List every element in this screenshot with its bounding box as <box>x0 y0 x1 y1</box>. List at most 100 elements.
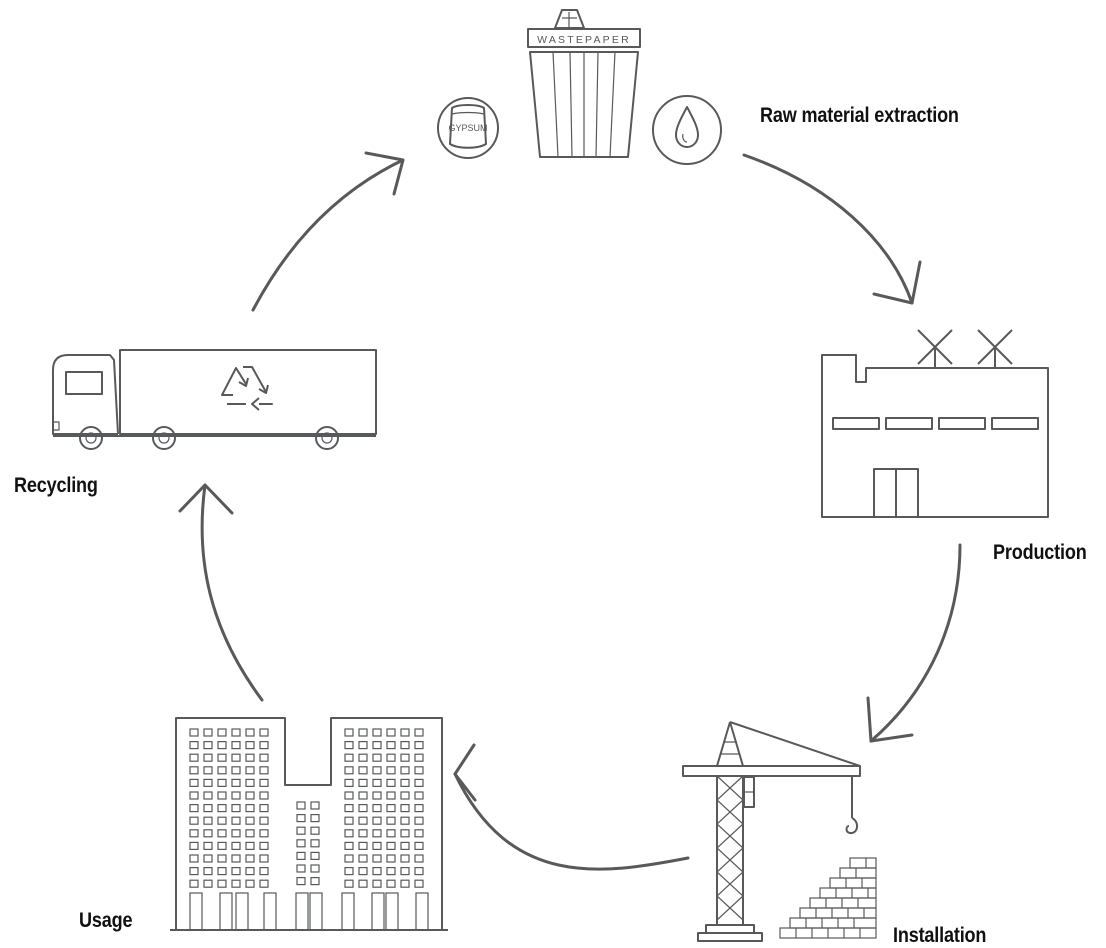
building-window <box>414 728 424 737</box>
ground-floor-doors <box>189 892 429 931</box>
building-window <box>217 740 227 750</box>
building-window <box>217 803 227 813</box>
building-window <box>372 791 382 800</box>
factory-icon <box>821 354 1049 518</box>
arrow-production-to-installation <box>866 543 962 743</box>
building-window <box>245 866 255 876</box>
building-window <box>414 829 424 838</box>
building-window <box>189 879 199 888</box>
building-window <box>217 778 227 788</box>
building-window <box>414 778 424 788</box>
building-window <box>400 766 410 775</box>
window-grid <box>189 728 424 888</box>
building-window <box>344 803 354 813</box>
building-window <box>231 791 241 800</box>
building-window <box>358 879 368 888</box>
building-window <box>386 841 396 851</box>
building-window <box>231 803 241 813</box>
building-window <box>400 728 410 737</box>
building-window <box>203 740 213 750</box>
building-window <box>414 879 424 888</box>
building-window <box>296 801 306 810</box>
building-window <box>372 841 382 851</box>
building-window <box>231 841 241 851</box>
building-window <box>344 841 354 851</box>
building-window <box>231 866 241 876</box>
building-window <box>358 854 368 863</box>
building-window <box>344 740 354 750</box>
building-window <box>344 879 354 888</box>
building-window <box>217 791 227 800</box>
building-window <box>400 879 410 888</box>
building-window <box>386 829 396 838</box>
building-window <box>400 803 410 813</box>
building-window <box>259 829 269 838</box>
building-window <box>386 866 396 876</box>
building-window <box>203 841 213 851</box>
building-window <box>189 766 199 775</box>
building-window <box>344 816 354 825</box>
stage-label-installation: Installation <box>893 924 987 947</box>
building-window <box>414 791 424 800</box>
building-window <box>358 753 368 762</box>
building-window <box>259 803 269 813</box>
building-window <box>217 766 227 775</box>
building-window <box>386 728 396 737</box>
arrow-usage-to-recycling <box>178 483 264 702</box>
building-window <box>386 753 396 762</box>
building-window <box>259 841 269 851</box>
building-window <box>231 753 241 762</box>
building-window <box>245 753 255 762</box>
building-window <box>259 740 269 750</box>
recycle-symbol-icon <box>221 366 273 411</box>
building-window <box>259 866 269 876</box>
building-window <box>189 841 199 851</box>
building-window <box>344 866 354 876</box>
building-window <box>372 816 382 825</box>
building-window <box>310 826 320 835</box>
gypsum-bag-label: GYPSUM <box>448 123 487 133</box>
building-window <box>231 778 241 788</box>
building-window <box>400 854 410 863</box>
building-window <box>217 753 227 762</box>
building-window <box>231 766 241 775</box>
building-window <box>231 854 241 863</box>
building-window <box>414 740 424 750</box>
building-window <box>358 766 368 775</box>
building-window <box>189 854 199 863</box>
stage-label-recycling: Recycling <box>14 474 98 497</box>
building-window <box>372 753 382 762</box>
building-window <box>344 791 354 800</box>
building-window <box>400 791 410 800</box>
building-window <box>245 803 255 813</box>
building-window <box>400 841 410 851</box>
building-window <box>203 816 213 825</box>
building-window <box>189 740 199 750</box>
building-window <box>245 791 255 800</box>
building-window <box>203 791 213 800</box>
building-window <box>203 803 213 813</box>
building-window <box>217 854 227 863</box>
building-window <box>296 839 306 848</box>
building-window <box>372 728 382 737</box>
building-window <box>358 778 368 788</box>
building-window <box>386 816 396 825</box>
building-window <box>217 816 227 825</box>
building-window <box>189 829 199 838</box>
building-window <box>245 829 255 838</box>
building-window <box>259 728 269 737</box>
arrow-raw-to-production <box>742 153 922 305</box>
building-window <box>400 740 410 750</box>
building-window <box>245 778 255 788</box>
stage-label-production: Production <box>993 541 1087 564</box>
stage-label-usage: Usage <box>79 909 133 932</box>
bin-label: WASTEPAPER <box>537 34 631 46</box>
apartment-building-icon <box>170 717 448 931</box>
building-window <box>386 803 396 813</box>
building-window <box>358 791 368 800</box>
building-window <box>414 816 424 825</box>
building-window <box>231 829 241 838</box>
building-window <box>189 816 199 825</box>
building-window <box>245 879 255 888</box>
